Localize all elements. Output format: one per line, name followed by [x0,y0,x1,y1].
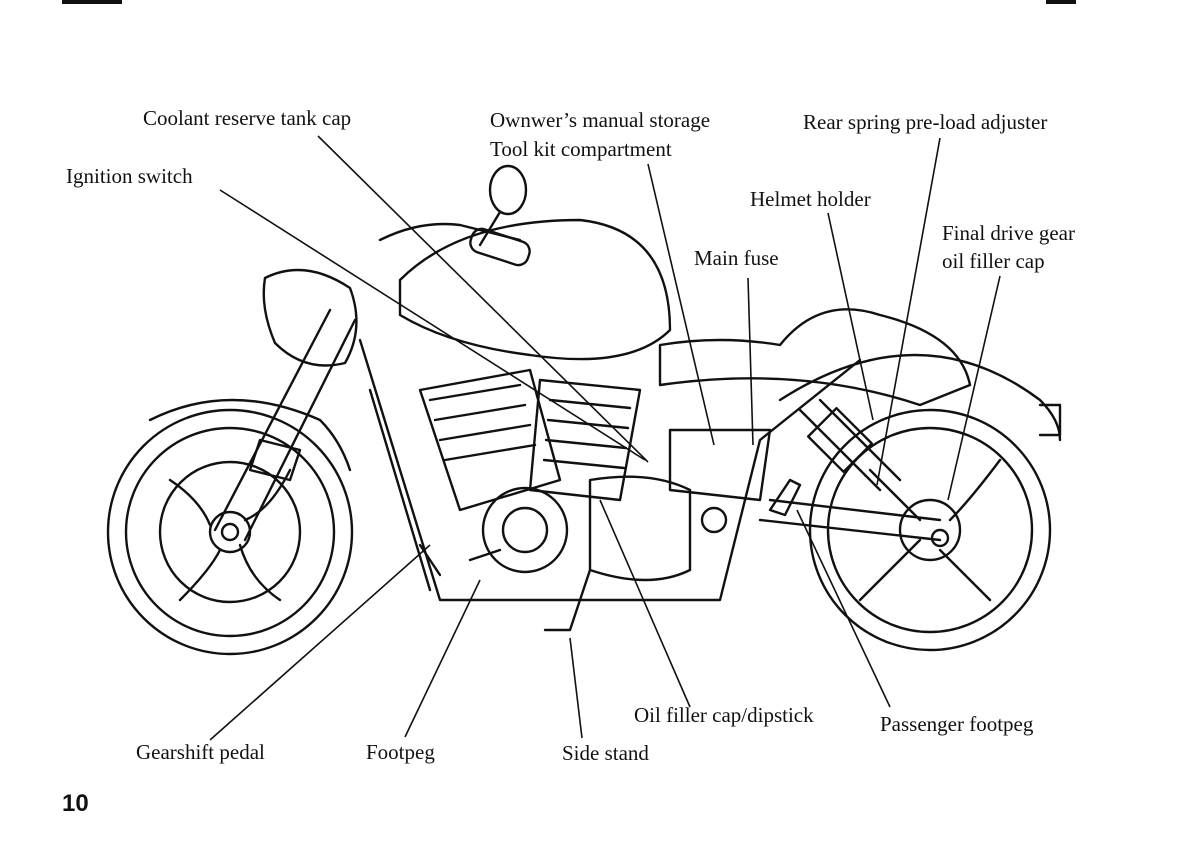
top-rule-left [62,0,122,4]
label-passenger-footpeg: Passenger footpeg [880,712,1034,736]
side-stand [543,568,592,632]
front-tire-outer [106,408,354,656]
headlight [262,268,358,367]
rear-fender [778,353,1062,442]
page-number: 10 [62,790,89,817]
label-oil-filler-cap: oil filler cap [942,249,1045,273]
label-rear-spring-preload-adjuster: Rear spring pre-load adjuster [803,110,1048,134]
rear-hub [898,498,962,562]
rear-cylinder [528,378,642,502]
label-final-drive-gear: Final drive gear [942,221,1075,245]
label-oil-filler-cap-dipstick: Oil filler cap/dipstick [634,703,814,727]
side-cover [668,428,772,502]
crankcase-cover [481,486,569,574]
label-coolant-reserve-tank-cap: Coolant reserve tank cap [143,106,352,130]
motorcycle-drawing [106,164,1062,656]
front-hub [208,510,252,554]
label-footpeg: Footpeg [366,740,435,764]
rear-tire-inner [826,426,1034,634]
rear-tire-outer [808,408,1052,652]
front-tire-inner [124,426,336,638]
mirror [488,164,528,216]
seat [658,308,972,407]
fuel-tank [398,218,672,361]
label-helmet-holder: Helmet holder [750,187,871,211]
front-brake-disc [158,460,302,604]
label-gearshift-pedal: Gearshift pedal [136,740,265,764]
label-owners-manual-storage: Ownwer’s manual storage [490,108,711,132]
label-main-fuse: Main fuse [694,246,779,270]
label-side-stand: Side stand [562,741,649,765]
top-rule-right [1046,0,1076,4]
leader-lines [209,135,1001,741]
label-tool-kit-compartment: Tool kit compartment [490,137,672,161]
label-ignition-switch: Ignition switch [66,164,193,188]
front-cylinder [418,368,562,512]
